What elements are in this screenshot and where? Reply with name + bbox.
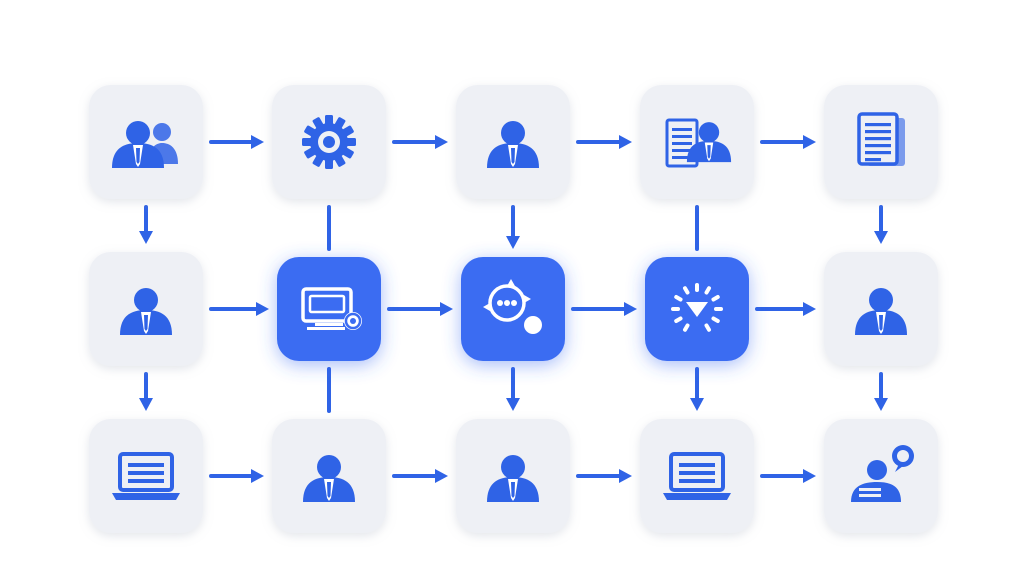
node-tile bbox=[640, 419, 754, 533]
edge-n6-n11-arrow bbox=[139, 372, 153, 411]
documents-icon bbox=[857, 112, 905, 166]
node-n10[interactable] bbox=[824, 252, 938, 366]
edges-layer bbox=[139, 135, 888, 483]
node-n7-active[interactable] bbox=[277, 257, 381, 361]
node-tile bbox=[277, 257, 381, 361]
node-n1[interactable] bbox=[89, 85, 203, 199]
edge-n5-n10-arrow bbox=[874, 205, 888, 244]
laptop-icon bbox=[663, 452, 731, 500]
person-document-icon bbox=[665, 118, 732, 168]
nodes-layer bbox=[89, 85, 938, 533]
edge-n1-n2-arrow bbox=[209, 135, 264, 149]
edge-n10-n15-arrow bbox=[874, 372, 888, 411]
edge-n8-n9-arrow bbox=[571, 302, 637, 316]
edge-n9-n14-arrow bbox=[690, 367, 704, 411]
node-n5[interactable] bbox=[824, 85, 938, 199]
node-tile bbox=[89, 85, 203, 199]
node-n2[interactable] bbox=[272, 85, 386, 199]
support-person-icon bbox=[851, 445, 914, 502]
node-tile bbox=[89, 419, 203, 533]
edge-n6-n7-arrow bbox=[209, 302, 269, 316]
edge-n3-n4-arrow bbox=[576, 135, 632, 149]
node-n6[interactable] bbox=[89, 252, 203, 366]
edge-n9-n10-arrow bbox=[755, 302, 816, 316]
chat-bubble-icon bbox=[483, 279, 542, 334]
edge-n12-n13-arrow bbox=[392, 469, 448, 483]
person-icon bbox=[303, 455, 355, 502]
person-icon bbox=[487, 455, 539, 502]
node-n4[interactable] bbox=[640, 85, 754, 199]
edge-n8-n13-arrow bbox=[506, 367, 520, 411]
node-n9-active[interactable] bbox=[645, 257, 749, 361]
person-icon bbox=[487, 121, 539, 168]
monitor-settings-icon bbox=[301, 287, 362, 330]
edge-n3-n8-arrow bbox=[506, 205, 520, 249]
person-icon bbox=[120, 288, 172, 335]
edge-n11-n12-arrow bbox=[209, 469, 264, 483]
node-n15[interactable] bbox=[824, 419, 938, 533]
person-icon bbox=[855, 288, 907, 335]
gear-icon bbox=[302, 115, 356, 169]
laptop-icon bbox=[112, 452, 180, 500]
node-n12[interactable] bbox=[272, 419, 386, 533]
node-n14[interactable] bbox=[640, 419, 754, 533]
edge-n7-n8-arrow bbox=[387, 302, 453, 316]
loading-arrow-icon bbox=[671, 283, 723, 332]
edge-n14-n15-arrow bbox=[760, 469, 816, 483]
node-n13[interactable] bbox=[456, 419, 570, 533]
edge-n2-n3-arrow bbox=[392, 135, 448, 149]
node-n3[interactable] bbox=[456, 85, 570, 199]
edge-n4-n5-arrow bbox=[760, 135, 816, 149]
node-tile bbox=[461, 257, 565, 361]
node-n11[interactable] bbox=[89, 419, 203, 533]
edge-n13-n14-arrow bbox=[576, 469, 632, 483]
node-n8-active[interactable] bbox=[461, 257, 565, 361]
edge-n1-n6-arrow bbox=[139, 205, 153, 244]
user-group-icon bbox=[112, 121, 178, 168]
